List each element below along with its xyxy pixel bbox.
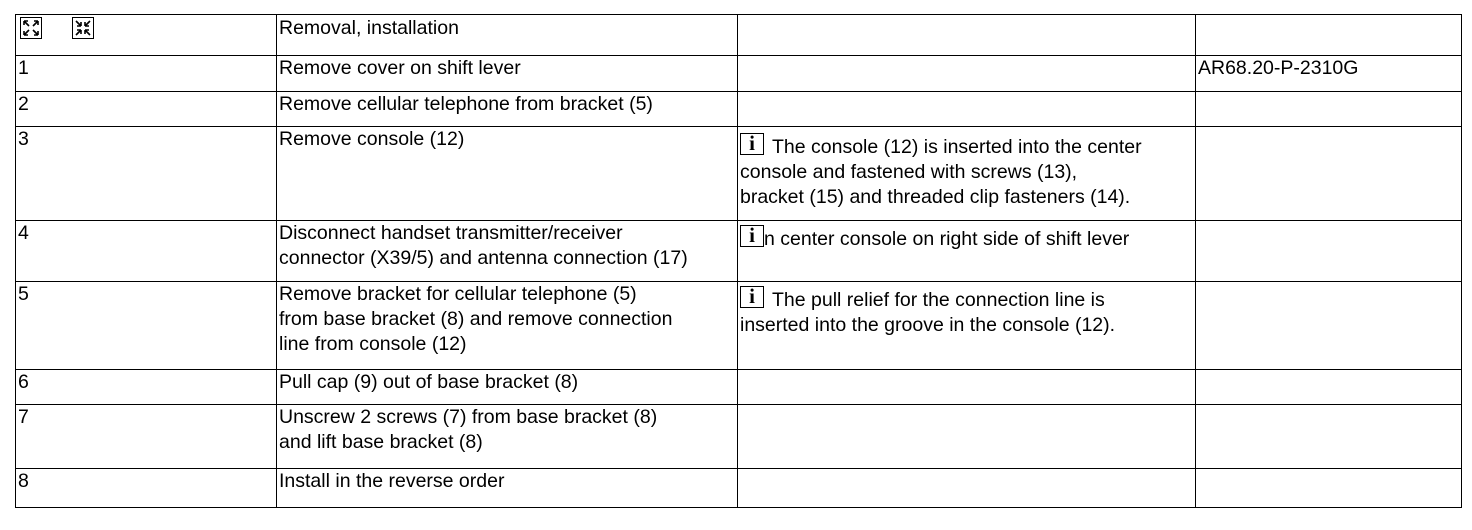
table-row: 7 Unscrew 2 screws (7) from base bracket… — [15, 404, 1462, 469]
step-reference — [1195, 281, 1462, 370]
step-number: 5 — [15, 281, 277, 370]
table-row: 2 Remove cellular telephone from bracket… — [15, 91, 1462, 127]
table-row: 1 Remove cover on shift lever AR68.20-P-… — [15, 55, 1462, 92]
step-number: 8 — [15, 468, 277, 508]
step-action: Install in the reverse order — [276, 468, 738, 508]
step-reference — [1195, 91, 1462, 127]
step-note — [737, 468, 1196, 508]
step-action: Remove bracket for cellular telephone (5… — [276, 281, 738, 370]
step-action: Remove console (12) — [276, 126, 738, 221]
procedure-table: Removal, installation 1 Remove cover on … — [15, 14, 1462, 508]
info-icon[interactable]: i — [740, 225, 764, 247]
header-title-cell: Removal, installation — [276, 14, 738, 56]
header-icons-cell — [15, 14, 277, 56]
step-number: 1 — [15, 55, 277, 92]
step-number: 4 — [15, 220, 277, 282]
header-note-cell — [737, 14, 1196, 56]
step-reference — [1195, 404, 1462, 469]
step-reference — [1195, 468, 1462, 508]
step-note — [737, 91, 1196, 127]
step-reference — [1195, 220, 1462, 282]
collapse-all-icon[interactable] — [72, 17, 94, 39]
step-action: Disconnect handset transmitter/receiver … — [276, 220, 738, 282]
step-action: Remove cover on shift lever — [276, 55, 738, 92]
table-row: 8 Install in the reverse order — [15, 468, 1462, 508]
section-title: Removal, installation — [279, 17, 459, 39]
step-number: 6 — [15, 369, 277, 405]
table-row: 4 Disconnect handset transmitter/receive… — [15, 220, 1462, 282]
step-note — [737, 404, 1196, 469]
header-row: Removal, installation — [15, 14, 1462, 56]
step-note — [737, 369, 1196, 405]
info-icon[interactable]: i — [740, 286, 764, 308]
expand-all-icon[interactable] — [20, 17, 42, 39]
step-number: 3 — [15, 126, 277, 221]
step-note — [737, 55, 1196, 92]
step-action: Unscrew 2 screws (7) from base bracket (… — [276, 404, 738, 469]
step-number: 7 — [15, 404, 277, 469]
step-action: Pull cap (9) out of base bracket (8) — [276, 369, 738, 405]
step-reference-link[interactable]: AR68.20-P-2310G — [1195, 55, 1462, 92]
info-icon[interactable]: i — [740, 133, 764, 155]
table-row: 6 Pull cap (9) out of base bracket (8) — [15, 369, 1462, 405]
step-reference — [1195, 126, 1462, 221]
step-action: Remove cellular telephone from bracket (… — [276, 91, 738, 127]
header-ref-cell — [1195, 14, 1462, 56]
step-reference — [1195, 369, 1462, 405]
step-number: 2 — [15, 91, 277, 127]
table-row: 5 Remove bracket for cellular telephone … — [15, 281, 1462, 370]
